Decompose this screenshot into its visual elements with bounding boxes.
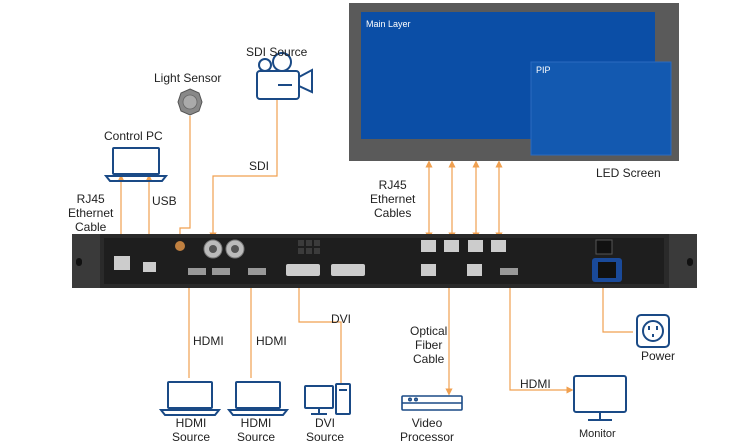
hdmi-right-label: HDMI [520,377,551,391]
hdmi-mid-label: HDMI [256,334,287,348]
laptop-icon [158,381,222,416]
light-sensor-icon [177,88,203,116]
light-sensor-label: Light Sensor [154,71,222,85]
hdmi-left-label: HDMI [193,334,224,348]
rj45-cable-left-label: RJ45 Ethernet Cable [68,192,114,234]
pip-label: PIP [536,65,551,75]
video-processor-icon [401,395,463,411]
hdmi-source-2-label: HDMI Source [237,416,276,444]
power-switch [595,239,613,255]
main-layer-label: Main Layer [366,19,411,29]
sdi-source-label: SDI Source [246,45,308,59]
usb-label: USB [152,194,177,208]
video-processor-label: Video Processor [400,416,455,444]
light-sensor-port [175,241,185,251]
dvi-in-port [286,264,320,276]
desktop-icon [304,383,351,415]
dvi-source-label: DVI Source [306,416,345,444]
output-port-1 [421,240,436,252]
monitor-label: Monitor [579,428,616,440]
optical-port-1 [421,264,436,276]
power-outlet-icon [636,314,670,348]
hdmi-source-1-label: HDMI Source [172,416,211,444]
control-pc-label: Control PC [104,129,163,143]
output-port-2 [444,240,459,252]
cables [117,100,633,396]
camera-icon [256,52,313,100]
hdmi-out-port [500,268,518,275]
power-label: Power [641,349,676,363]
ethernet-port [114,256,130,270]
sdi-label: SDI [249,159,270,173]
optical-fiber-label: Optical Fiber Cable [410,324,448,366]
optical-port-2 [467,264,482,276]
pip-area [530,61,672,156]
laptop-icon [226,381,290,416]
led-screen-label: LED Screen [596,166,661,180]
laptop-icon [103,147,169,182]
rj45-cables-right-label: RJ45 Ethernet Cables [370,178,416,220]
usb-port [143,262,156,272]
output-port-4 [491,240,506,252]
dvi-label: DVI [331,312,352,326]
hdmi-in-port [188,268,206,275]
video-controller-device [72,234,697,288]
monitor-icon [573,375,627,421]
output-port-3 [468,240,483,252]
led-screen [349,3,679,161]
dvi-loop-port [331,264,365,276]
